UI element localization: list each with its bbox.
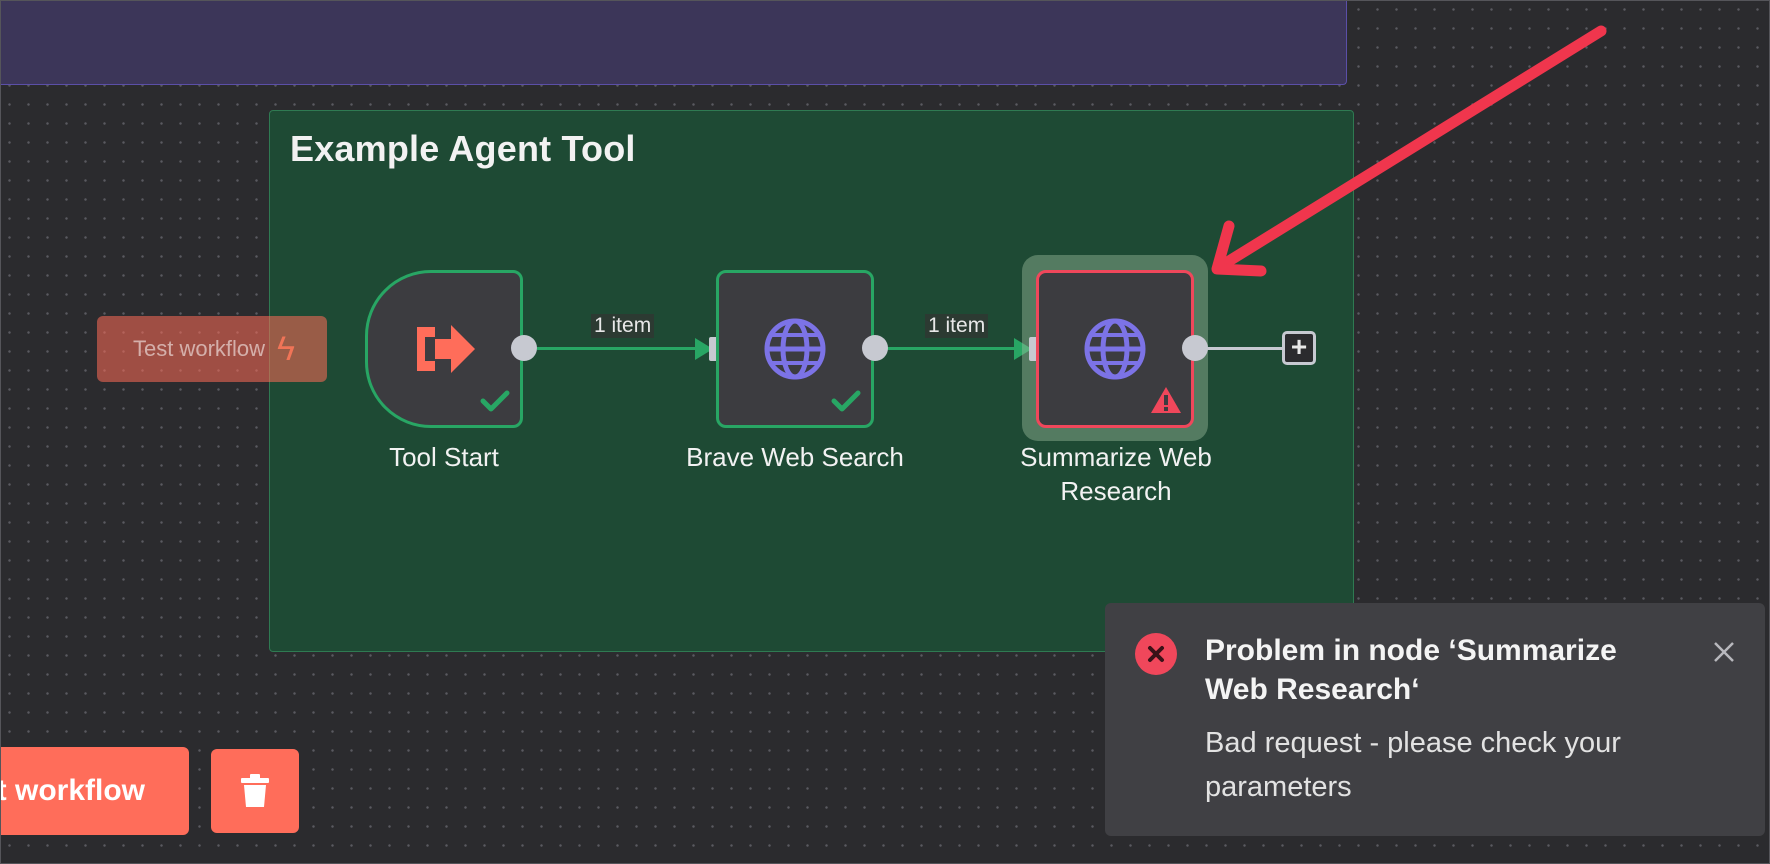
node-output-handle[interactable] xyxy=(1182,335,1208,361)
node-output-handle[interactable] xyxy=(862,335,888,361)
annotation-arrow-icon xyxy=(1211,25,1607,277)
connection-arrow-icon xyxy=(1014,338,1032,360)
sign-in-icon xyxy=(417,325,475,373)
node-tool-start[interactable] xyxy=(365,270,523,428)
connection-line[interactable] xyxy=(537,347,705,350)
connection-line[interactable] xyxy=(887,347,1024,350)
connection-arrow-icon xyxy=(695,338,713,360)
node-brave-web-search[interactable] xyxy=(716,270,874,428)
error-icon xyxy=(1135,633,1177,675)
test-workflow-floating-label: Test workflow xyxy=(133,336,266,361)
toast-message: Bad request - please check your paramete… xyxy=(1205,727,1621,803)
connection-label: 1 item xyxy=(925,314,989,338)
trash-icon xyxy=(241,774,269,807)
lightning-icon: ϟ xyxy=(277,330,296,368)
add-node-button[interactable]: + xyxy=(1282,331,1316,365)
success-check-icon xyxy=(831,390,861,412)
connection-label: 1 item xyxy=(591,314,655,338)
success-check-icon xyxy=(480,390,510,412)
sticky-note-top[interactable] xyxy=(1,1,1347,85)
node-label: Tool Start xyxy=(389,442,499,472)
test-workflow-label: t workflow xyxy=(1,774,145,807)
test-workflow-floating-button[interactable]: Test workflow ϟ xyxy=(97,316,327,382)
globe-icon xyxy=(1084,318,1146,380)
warning-icon[interactable] xyxy=(1149,385,1183,415)
error-toast: Problem in node ‘Summarize Web Research‘… xyxy=(1105,603,1765,836)
test-workflow-button[interactable]: t workflow xyxy=(1,747,189,835)
close-icon[interactable] xyxy=(1713,641,1735,663)
delete-button[interactable] xyxy=(211,749,299,833)
node-label: Summarize Web Research xyxy=(1020,442,1212,506)
globe-icon xyxy=(764,318,826,380)
node-summarize-web-research[interactable] xyxy=(1036,270,1194,428)
node-label: Brave Web Search xyxy=(686,442,904,472)
connection-line-empty xyxy=(1207,347,1283,350)
toast-title: Problem in node ‘Summarize Web Research‘ xyxy=(1205,634,1617,706)
sticky-note-title: Example Agent Tool xyxy=(290,128,636,169)
node-output-handle[interactable] xyxy=(511,335,537,361)
